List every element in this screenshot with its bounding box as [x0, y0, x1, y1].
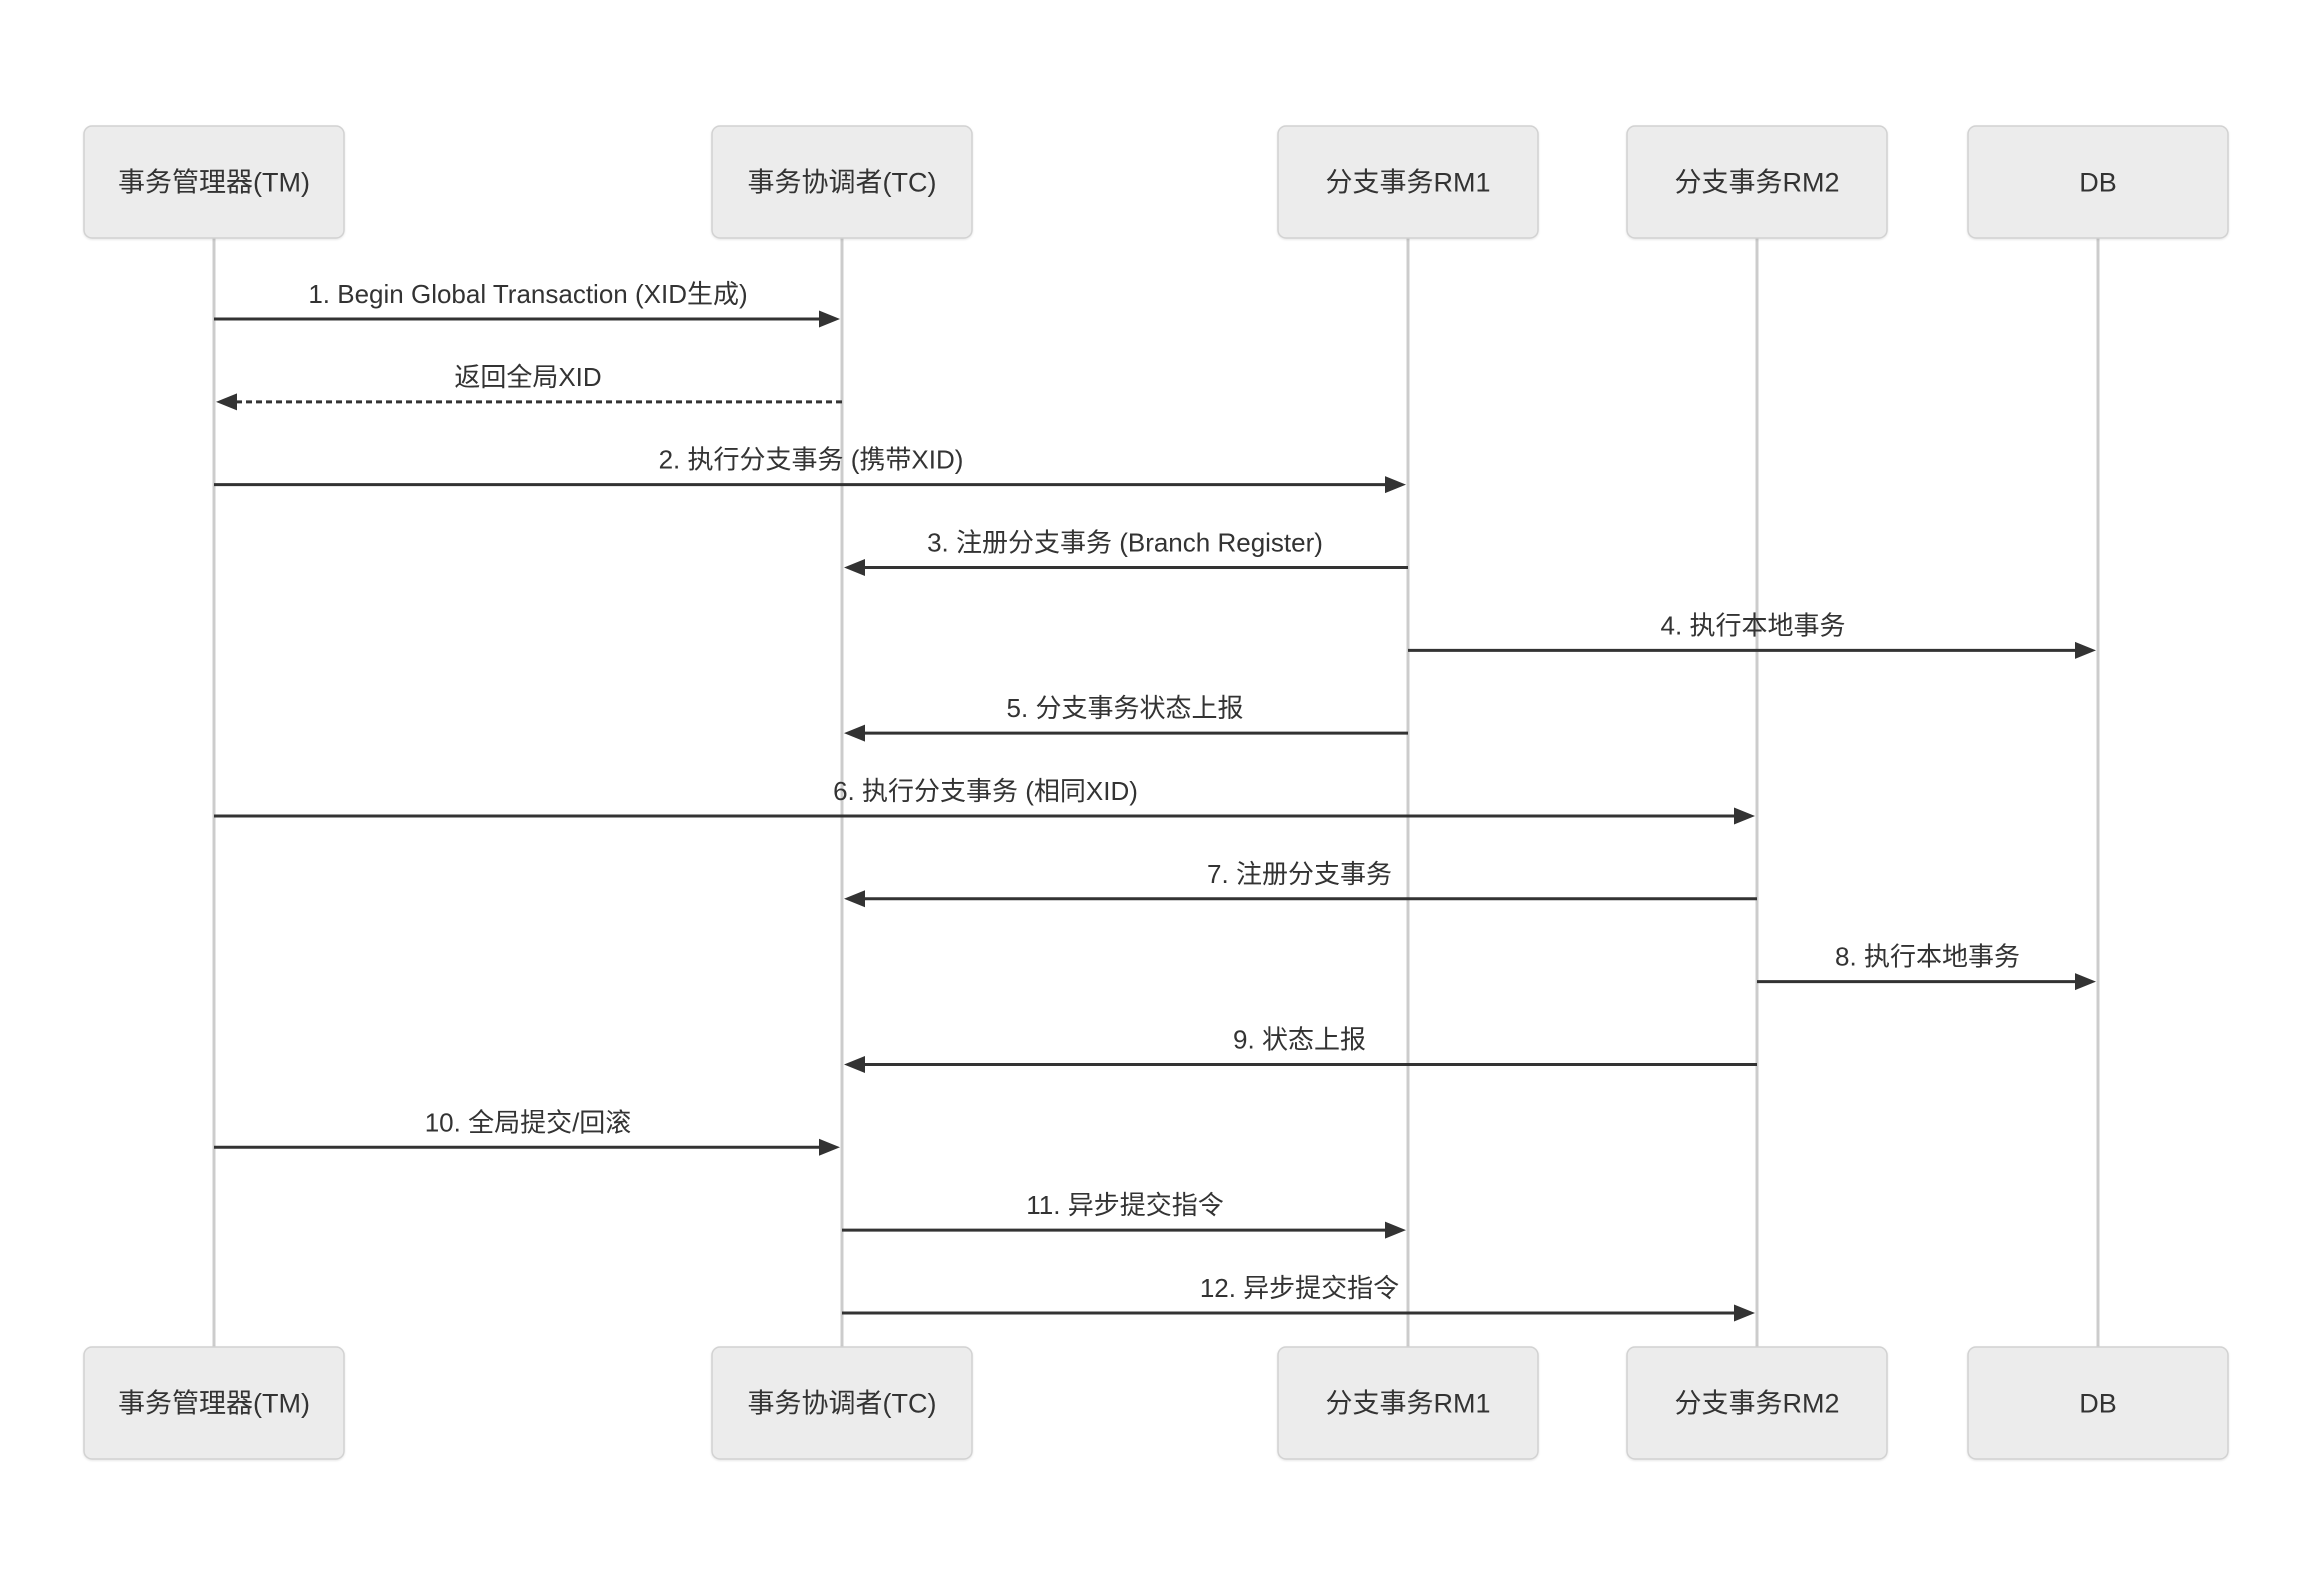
- message-arrowhead-5: [2075, 641, 2096, 659]
- message-arrowhead-8: [844, 890, 865, 908]
- message-label-1: 1. Begin Global Transaction (XID生成): [308, 279, 747, 309]
- participant-box-bottom-db: [1967, 1346, 2229, 1460]
- participant-label-top-rm1: 分支事务RM1: [1325, 167, 1490, 197]
- participant-label-bottom-tc: 事务协调者(TC): [748, 1388, 937, 1418]
- message-label-11: 10. 全局提交/回滚: [425, 1107, 632, 1137]
- message-arrowhead-4: [844, 558, 865, 576]
- participant-box-top-tc: [711, 125, 973, 239]
- message-label-10: 9. 状态上报: [1233, 1024, 1366, 1054]
- participant-box-top-tm: [83, 125, 345, 239]
- participant-label-top-tm: 事务管理器(TM): [118, 167, 310, 197]
- participant-label-bottom-rm2: 分支事务RM2: [1674, 1388, 1839, 1418]
- message-arrowhead-7: [1734, 807, 1755, 825]
- message-label-12: 11. 异步提交指令: [1026, 1190, 1223, 1220]
- participant-label-top-db: DB: [2079, 167, 2117, 197]
- participant-label-bottom-tm: 事务管理器(TM): [118, 1388, 310, 1418]
- participant-box-bottom-tc: [711, 1346, 973, 1460]
- participant-label-top-tc: 事务协调者(TC): [748, 167, 937, 197]
- message-label-13: 12. 异步提交指令: [1200, 1273, 1399, 1303]
- participant-box-top-rm1: [1277, 125, 1539, 239]
- message-arrowhead-6: [844, 724, 865, 742]
- message-arrowhead-12: [1385, 1221, 1406, 1239]
- participant-label-top-rm2: 分支事务RM2: [1674, 167, 1839, 197]
- message-arrowhead-3: [1385, 476, 1406, 494]
- message-label-4: 3. 注册分支事务 (Branch Register): [927, 527, 1323, 557]
- participant-label-bottom-db: DB: [2079, 1388, 2117, 1418]
- participant-label-bottom-rm1: 分支事务RM1: [1325, 1388, 1490, 1418]
- message-label-3: 2. 执行分支事务 (携带XID): [659, 445, 964, 475]
- message-label-8: 7. 注册分支事务: [1207, 859, 1392, 889]
- message-arrowhead-10: [844, 1055, 865, 1073]
- participant-box-bottom-tm: [83, 1346, 345, 1460]
- participant-box-top-db: [1967, 125, 2229, 239]
- message-label-9: 8. 执行本地事务: [1835, 942, 2020, 972]
- message-arrowhead-9: [2075, 973, 2096, 991]
- message-label-6: 5. 分支事务状态上报: [1007, 693, 1244, 723]
- message-label-7: 6. 执行分支事务 (相同XID): [833, 776, 1138, 806]
- message-label-2: 返回全局XID: [454, 362, 601, 392]
- message-arrowhead-13: [1734, 1304, 1755, 1322]
- participant-box-bottom-rm1: [1277, 1346, 1539, 1460]
- message-arrowhead-11: [819, 1138, 840, 1156]
- participant-box-bottom-rm2: [1626, 1346, 1888, 1460]
- message-arrowhead-1: [819, 310, 840, 328]
- message-label-5: 4. 执行本地事务: [1661, 610, 1846, 640]
- message-arrowhead-2: [216, 393, 237, 411]
- participant-box-top-rm2: [1626, 125, 1888, 239]
